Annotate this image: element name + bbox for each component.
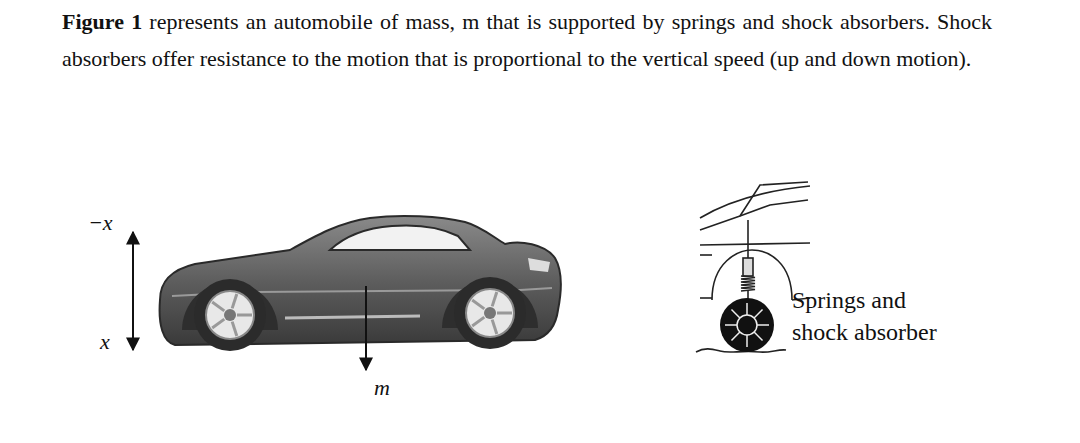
- weight-arrow: [365, 286, 367, 370]
- part-label: Springs and shock absorber: [792, 284, 960, 348]
- problem-statement: Figure 1 represents an automobile of mas…: [62, 3, 992, 77]
- mass-label: m: [374, 375, 390, 401]
- axis-label: −x: [88, 210, 113, 236]
- statement-text: represents an automobile of mass, m that…: [62, 9, 992, 71]
- figure-reference: Figure 1: [62, 9, 142, 34]
- car-illustration: [160, 216, 561, 351]
- wheel: [720, 298, 774, 352]
- axis-label: x: [100, 329, 110, 355]
- direction-arrow: [132, 232, 134, 350]
